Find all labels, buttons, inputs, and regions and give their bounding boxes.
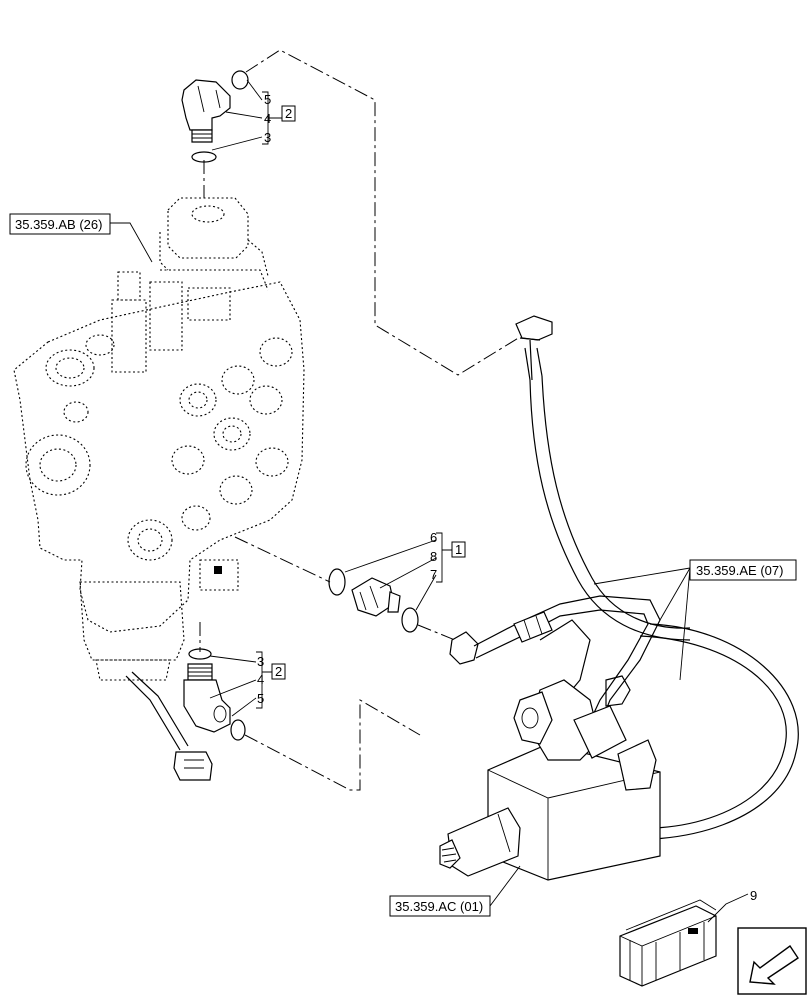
parts-kit-box-icon: [619, 899, 717, 987]
reference-ae-label: 35.359.AE (07): [696, 563, 783, 578]
reference-ae[interactable]: 35.359.AE (07): [689, 559, 797, 581]
callout-number: 8: [430, 549, 437, 564]
callout-number: 4: [257, 672, 264, 687]
o-ring-icon: [191, 151, 217, 163]
elbow-fitting-icon: [183, 663, 231, 733]
callout-number: 3: [264, 130, 271, 145]
callout-top: 5 4 3 2: [264, 92, 296, 145]
reference-ab[interactable]: 35.359.AB (26): [9, 213, 111, 235]
group-number: 2: [275, 664, 282, 679]
callout-kit-number: 9: [750, 888, 757, 903]
o-ring-icon: [230, 719, 246, 741]
reference-ac-label: 35.359.AC (01): [395, 899, 483, 914]
callout-number: 3: [257, 654, 264, 669]
callout-number: 6: [430, 530, 437, 545]
group-number: 1: [455, 542, 462, 557]
callout-bottom: 3 4 5 2: [257, 654, 286, 706]
elbow-fitting-icon: [181, 79, 231, 143]
callout-number: 5: [257, 691, 264, 706]
group-number: 2: [285, 106, 292, 121]
routing-lines: [199, 49, 521, 791]
valve-block-icon: [439, 679, 661, 881]
callout-number: 5: [264, 92, 271, 107]
callout-middle: 6 8 7 1: [430, 530, 466, 582]
straight-fitting-icon: [351, 577, 401, 617]
o-ring-icon: [328, 568, 346, 596]
o-ring-icon: [231, 70, 249, 90]
hose-assembly-icon: [449, 315, 799, 840]
control-valve-icon: [13, 197, 305, 781]
next-page-arrow-icon[interactable]: [737, 927, 807, 995]
leader-lines: [105, 79, 749, 923]
reference-ab-label: 35.359.AB (26): [15, 217, 102, 232]
reference-ac[interactable]: 35.359.AC (01): [389, 895, 491, 917]
o-ring-icon: [188, 648, 212, 660]
callout-number: 4: [264, 111, 271, 126]
callout-number: 7: [430, 567, 437, 582]
o-ring-icon: [401, 607, 419, 633]
